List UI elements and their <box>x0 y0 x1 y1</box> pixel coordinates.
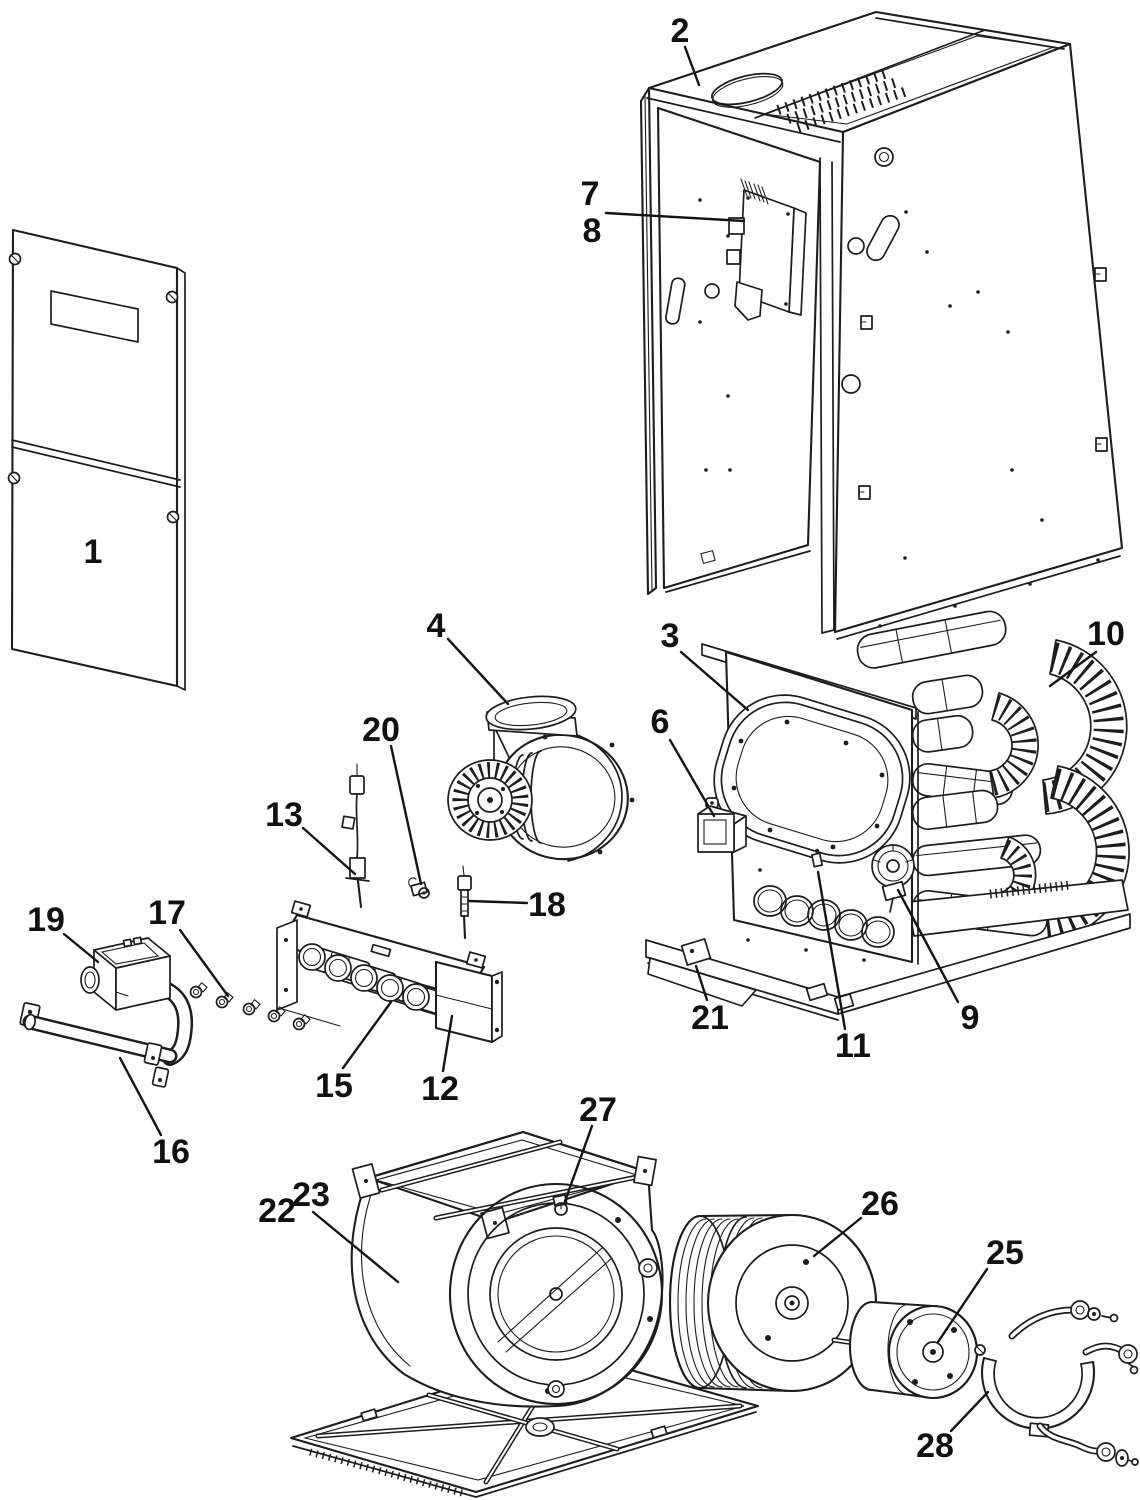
leader-20 <box>389 744 423 886</box>
burner-orifices <box>189 981 311 1031</box>
heat-exchanger-assembly <box>645 610 1131 1021</box>
blower-wheel <box>668 1213 878 1393</box>
burner-box-bracket <box>434 960 503 1044</box>
leader-15 <box>341 1000 393 1070</box>
inducer-motor <box>447 759 533 841</box>
leader-27 <box>562 1124 594 1206</box>
callout-15: 15 <box>315 1067 353 1105</box>
leader-16 <box>118 1056 163 1137</box>
panel-knockouts <box>858 267 1108 500</box>
leader-28 <box>949 1390 990 1433</box>
callout-10: 10 <box>1087 615 1125 653</box>
callout-2: 2 <box>671 12 690 50</box>
burner-cover-plate <box>713 694 911 864</box>
pressure-switch <box>871 844 915 913</box>
base-switch-bracket <box>680 938 712 966</box>
leader-10 <box>1048 650 1098 688</box>
leader-25 <box>936 1267 989 1344</box>
wire-clip <box>408 877 430 899</box>
gas-valve <box>80 936 194 1066</box>
callout-12: 12 <box>421 1070 459 1108</box>
leader-19 <box>62 932 100 964</box>
leader-21 <box>694 964 709 1002</box>
callout-21: 21 <box>691 999 729 1037</box>
callout-28: 28 <box>916 1427 954 1465</box>
leader-23 <box>311 1210 400 1284</box>
callout-16: 16 <box>152 1133 190 1171</box>
leader-12 <box>441 1014 454 1073</box>
leader-4 <box>446 637 510 706</box>
control-board <box>726 178 807 321</box>
leader-17 <box>178 928 230 998</box>
heat-exchanger-front-panel <box>701 643 919 965</box>
blower-housing <box>350 1130 664 1408</box>
burner-set <box>298 943 475 1025</box>
leader-11 <box>816 870 847 1031</box>
callout-4: 4 <box>427 607 446 645</box>
leader-26 <box>812 1216 863 1258</box>
gas-manifold <box>19 1002 178 1088</box>
callout-20: 20 <box>362 711 400 749</box>
callout-19: 19 <box>27 901 65 939</box>
callout-23: 23 <box>292 1176 330 1214</box>
front-door-panel <box>7 228 186 691</box>
leader-9 <box>896 888 960 1004</box>
burner-rack <box>276 900 503 1044</box>
callout-18: 18 <box>528 886 566 924</box>
callout-26: 26 <box>861 1185 899 1223</box>
heat-exchanger-base <box>645 879 1131 1021</box>
callout-17: 17 <box>148 894 186 932</box>
callout-7: 7 <box>581 175 600 213</box>
panel-fastener <box>810 848 824 868</box>
leader-7-8 <box>604 211 746 223</box>
leader-6 <box>668 738 716 818</box>
blower-assembly <box>289 1130 760 1498</box>
flame-sensor <box>341 763 370 909</box>
callout-6: 6 <box>651 703 670 741</box>
blower-motor <box>831 1300 979 1400</box>
leader-18 <box>467 899 529 905</box>
door-window <box>50 290 139 343</box>
callout-13: 13 <box>265 796 303 834</box>
callout-8: 8 <box>583 212 602 250</box>
callout-27: 27 <box>579 1091 617 1129</box>
leader-3 <box>679 650 750 712</box>
flue-hole <box>711 72 784 108</box>
callout-1: 1 <box>84 533 103 571</box>
callouts: 1 2 3 4 6 7 8 9 10 11 12 13 15 16 17 18 … <box>27 12 1125 1465</box>
burner-holes <box>753 885 895 948</box>
leader-2 <box>683 45 701 87</box>
inducer-outlet-collar <box>485 695 578 737</box>
motor-mount-band <box>974 1300 1139 1467</box>
callout-9: 9 <box>961 999 980 1037</box>
leader-13 <box>301 826 357 876</box>
callout-11: 11 <box>835 1027 871 1065</box>
callout-25: 25 <box>986 1234 1024 1272</box>
callout-22: 22 <box>258 1192 296 1230</box>
cabinet <box>639 10 1124 640</box>
door-screws <box>7 252 180 524</box>
inducer-draft-blower <box>447 695 635 862</box>
burner-group <box>19 763 503 1088</box>
igniter <box>457 865 472 940</box>
callout-3: 3 <box>661 617 680 655</box>
